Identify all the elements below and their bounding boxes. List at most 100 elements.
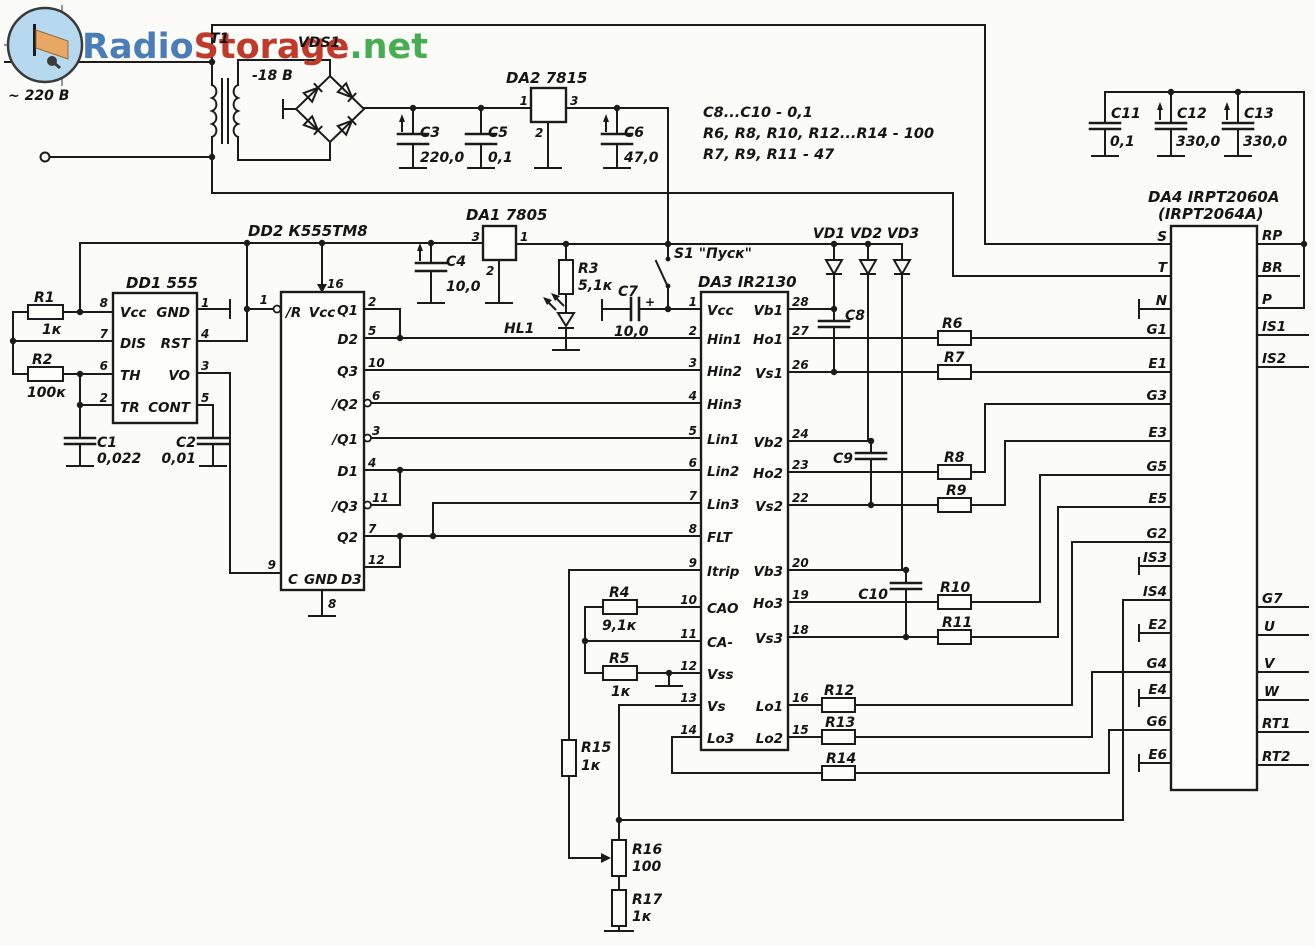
svg-text:/Q3: /Q3 [330,499,358,515]
svg-text:8: 8 [328,597,336,611]
svg-text:Q3: Q3 [337,364,358,380]
transformer-t1: Т1 [209,31,241,144]
svg-text:3: 3 [570,94,578,108]
svg-text:D2: D2 [337,332,358,348]
svg-text:R7, R9, R11 - 47: R7, R9, R11 - 47 [703,147,835,163]
cap-c9: C9 [833,451,888,467]
svg-text:330,0: 330,0 [1243,134,1288,150]
svg-text:Lin1: Lin1 [707,432,739,448]
mains-input: ~ 220 В [8,88,69,163]
svg-text:R9: R9 [946,483,967,499]
switch-s1: S1 "Пуск" [665,246,752,289]
svg-text:G4: G4 [1147,656,1167,672]
svg-text:6: 6 [100,359,108,373]
svg-text:G2: G2 [1147,526,1167,542]
svg-text:DA4 IRPT2060A: DA4 IRPT2060A [1148,188,1279,206]
svg-text:RT2: RT2 [1262,749,1290,765]
svg-text:Itrip: Itrip [707,564,740,580]
svg-text:E4: E4 [1148,682,1167,698]
svg-text:15: 15 [792,723,809,737]
svg-text:18: 18 [792,623,809,637]
svg-text:Vb1: Vb1 [753,303,783,319]
svg-text:10,0: 10,0 [446,279,481,295]
resistor-r6: R6 [937,316,972,346]
svg-text:11: 11 [680,627,697,641]
resistor-r3: R35,1к [558,259,613,295]
svg-text:R8: R8 [944,450,965,466]
svg-text:D3: D3 [341,572,362,588]
svg-text:G5: G5 [1147,459,1167,475]
svg-text:Vb3: Vb3 [753,564,783,580]
svg-text:1к: 1к [42,322,62,338]
svg-text:GND: GND [304,572,338,588]
svg-text:1: 1 [201,296,209,310]
svg-text:Vcc: Vcc [120,305,146,321]
svg-text:1к: 1к [611,684,631,700]
svg-text:/R: /R [284,305,301,321]
svg-text:R13: R13 [825,715,855,731]
svg-text:10: 10 [680,593,697,607]
secondary-voltage-label: -18 В [252,68,293,84]
svg-text:C7: C7 [618,284,638,300]
svg-text:4: 4 [200,327,209,341]
svg-text:100к: 100к [27,385,66,401]
svg-text:R15: R15 [581,740,612,756]
svg-text:2: 2 [368,295,376,309]
svg-text:RST: RST [161,336,192,352]
svg-text:1: 1 [520,230,528,244]
svg-text:G3: G3 [1147,388,1167,404]
svg-text:9: 9 [689,556,697,570]
component-value-notes: C8...C10 - 0,1 R6, R8, R10, R12...R14 - … [703,105,934,163]
svg-text:2: 2 [689,324,697,338]
svg-text:Vs: Vs [707,699,725,715]
svg-text:Lin3: Lin3 [707,497,739,513]
svg-text:5: 5 [689,424,697,438]
bridge-label: VDS1 [298,35,340,51]
svg-text:C8: C8 [845,308,865,324]
svg-text:CAO: CAO [707,601,738,617]
svg-text:C10: C10 [858,587,888,603]
svg-text:0,1: 0,1 [1110,134,1135,150]
svg-text:R2: R2 [32,352,53,368]
svg-text:6: 6 [689,456,697,470]
svg-text:20: 20 [792,556,809,570]
resistor-r10: R10 [937,580,972,610]
svg-text:G1: G1 [1147,322,1167,338]
svg-text:Vcc: Vcc [309,305,335,321]
svg-text:TR: TR [120,400,140,416]
svg-text:C11: C11 [1111,106,1141,122]
svg-text:100: 100 [632,859,661,875]
svg-text:14: 14 [680,723,697,737]
svg-text:R1: R1 [34,290,55,306]
svg-text:VD3: VD3 [887,226,919,242]
svg-text:5: 5 [201,391,209,405]
svg-text:E1: E1 [1148,356,1167,372]
svg-text:1: 1 [520,94,528,108]
logo-text: RadioStorage.net [82,27,428,67]
svg-text:Lo1: Lo1 [756,699,783,715]
svg-text:C1: C1 [97,435,117,451]
svg-text:Vb2: Vb2 [753,435,783,451]
svg-text:13: 13 [680,691,697,705]
svg-text:12: 12 [368,553,385,567]
module-da4-irpt2060a: DA4 IRPT2060A (IRPT2064A) S T N G1 E1 G3… [1143,188,1290,792]
resistor-r11: R11 [937,615,972,645]
svg-text:9: 9 [268,558,276,572]
resistor-r2: R2 100к [27,352,66,401]
svg-text:2: 2 [486,264,494,278]
svg-text:R6: R6 [942,316,963,332]
svg-text:2: 2 [535,126,543,140]
svg-text:TH: TH [120,368,141,384]
svg-text:(IRPT2064A): (IRPT2064A) [1158,205,1263,223]
svg-text:VO: VO [168,368,190,384]
svg-text:C12: C12 [1177,106,1207,122]
svg-text:9,1к: 9,1к [602,618,637,634]
svg-text:1: 1 [689,295,697,309]
